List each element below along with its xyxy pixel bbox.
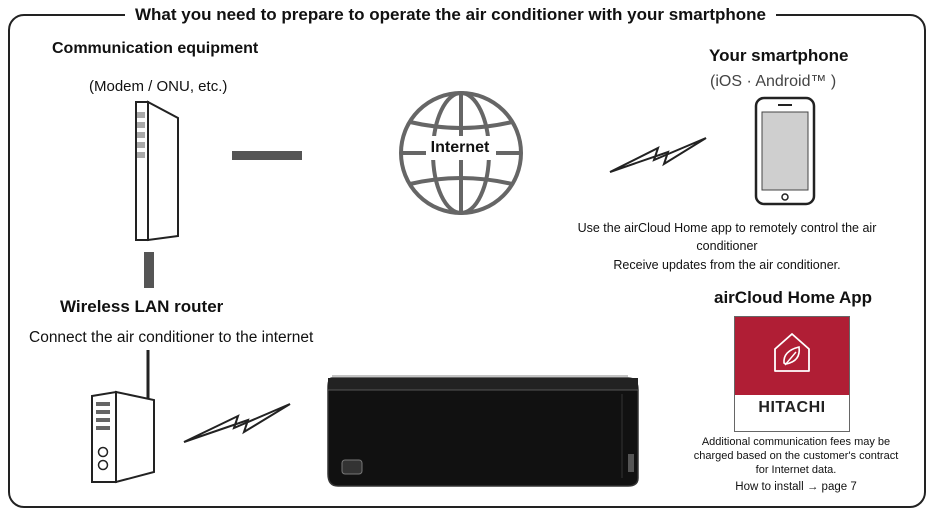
title-suffix: with your smartphone xyxy=(588,5,766,24)
globe-icon xyxy=(399,91,523,215)
install-link[interactable]: How to install → page 7 xyxy=(735,481,857,493)
smartphone-icon xyxy=(754,96,816,206)
smartphone-description-line3: Receive updates from the air conditioner… xyxy=(613,258,841,272)
app-tile-background xyxy=(735,317,849,395)
smartphone-description-line1: Use the airCloud Home app to remotely co… xyxy=(577,221,877,235)
air-conditioner-icon xyxy=(327,375,639,487)
router-label: Wireless LAN router xyxy=(60,297,224,316)
app-note-line1: Additional communication fees may be xyxy=(701,436,891,448)
connector-line xyxy=(232,151,302,160)
home-leaf-icon xyxy=(774,333,810,372)
title-prefix: What you need to prepare to operate the xyxy=(135,5,461,24)
wireless-signal-icon xyxy=(609,137,707,173)
wireless-signal-icon xyxy=(183,403,291,443)
page-title: What you need to prepare to operate the … xyxy=(125,4,776,26)
modem-icon xyxy=(135,100,179,242)
communication-equipment-label: Communication equipment xyxy=(52,40,259,57)
app-label: airCloud Home App xyxy=(714,288,873,307)
app-note-line2: charged based on the customer's contract xyxy=(693,450,899,462)
internet-label: Internet xyxy=(430,139,490,156)
connector-line-vertical xyxy=(144,252,154,288)
app-brand-logo: HITACHI xyxy=(758,399,826,416)
smartphone-subtitle: (iOS · Android™ ) xyxy=(710,73,837,90)
title-highlight: air conditioner xyxy=(465,5,584,24)
app-tile[interactable]: HITACHI xyxy=(734,316,850,432)
smartphone-label: Your smartphone xyxy=(709,46,849,65)
smartphone-description-line2: conditioner xyxy=(696,239,758,253)
communication-equipment-subtitle: (Modem / ONU, etc.) xyxy=(89,78,228,95)
router-icon xyxy=(91,350,155,484)
app-note-line3: for Internet data. xyxy=(755,464,837,476)
router-description: Connect the air conditioner to the inter… xyxy=(29,329,314,346)
